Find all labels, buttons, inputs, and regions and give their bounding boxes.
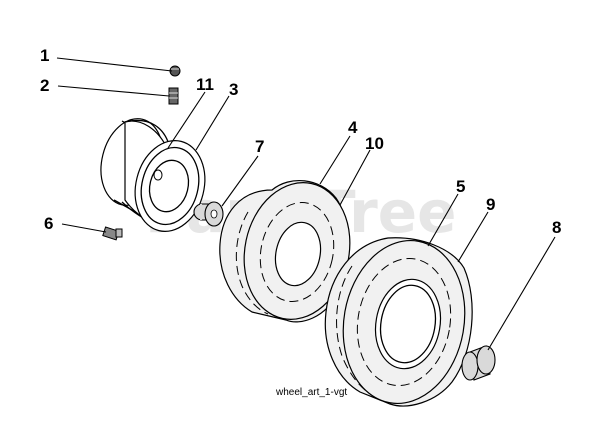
inner-tire-part[interactable] bbox=[219, 173, 362, 330]
leader-line-6 bbox=[61, 223, 107, 233]
leader-line-7 bbox=[221, 155, 259, 207]
callout-5[interactable]: 5 bbox=[456, 177, 465, 196]
leader-line-4 bbox=[319, 135, 351, 185]
leader-line-8 bbox=[487, 236, 556, 351]
callout-3[interactable]: 3 bbox=[229, 80, 238, 99]
wheel-rim-part[interactable] bbox=[92, 112, 214, 239]
callout-7[interactable]: 7 bbox=[255, 137, 264, 156]
leader-line-9 bbox=[457, 211, 489, 263]
leader-line-1 bbox=[56, 57, 173, 72]
callout-10[interactable]: 10 bbox=[365, 134, 384, 153]
callout-11[interactable]: 11 bbox=[196, 75, 214, 94]
grease-fitting-part[interactable] bbox=[102, 226, 123, 241]
leader-line-10 bbox=[339, 149, 371, 206]
valve-cap-part[interactable] bbox=[169, 65, 181, 77]
callout-8[interactable]: 8 bbox=[552, 218, 561, 237]
valve-stem-part[interactable] bbox=[168, 87, 179, 105]
leader-line-2 bbox=[57, 85, 170, 97]
callout-4[interactable]: 4 bbox=[348, 118, 358, 137]
bushing-part[interactable] bbox=[193, 201, 224, 227]
hub-cap-part[interactable] bbox=[461, 345, 496, 381]
callout-6[interactable]: 6 bbox=[44, 214, 53, 233]
leader-line-3 bbox=[195, 95, 230, 151]
leader-line-11 bbox=[167, 91, 206, 149]
outer-tire-part[interactable] bbox=[324, 231, 477, 413]
callout-2[interactable]: 2 bbox=[40, 76, 49, 95]
callout-1[interactable]: 1 bbox=[40, 46, 49, 65]
figure-caption: wheel_art_1-vgt bbox=[275, 387, 347, 398]
callout-9[interactable]: 9 bbox=[486, 195, 495, 214]
leader-line-5 bbox=[427, 193, 459, 247]
